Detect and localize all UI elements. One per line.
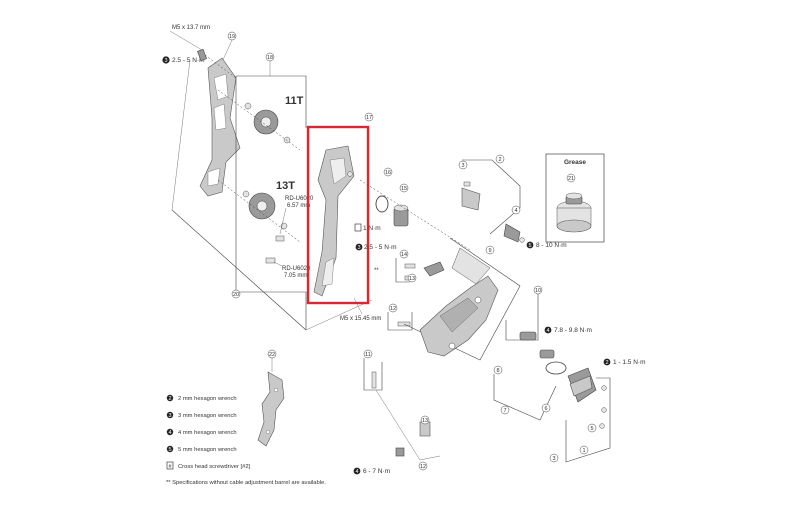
outer-cage-plate-assembly: M5 x 13.7 mm 3 2.5 - 5 N·m 19 — [162, 25, 241, 197]
legend-item: 3 3 mm hexagon wrench — [166, 411, 237, 419]
torque-badge-t6: 2 1 - 1.5 N·m — [603, 358, 646, 366]
svg-text:#: # — [168, 464, 172, 470]
torque-value-t5: 7.8 - 9.8 N·m — [554, 327, 592, 334]
svg-text:4 mm hexagon wrench: 4 mm hexagon wrench — [178, 430, 237, 436]
torque-value-t4: 8 - 10 N·m — [536, 242, 567, 249]
svg-text:9: 9 — [488, 248, 491, 254]
svg-text:13: 13 — [409, 276, 415, 282]
guard-plate: 22 — [257, 349, 285, 447]
svg-text:1: 1 — [582, 448, 585, 454]
svg-text:8: 8 — [496, 368, 499, 374]
svg-text:22: 22 — [269, 352, 275, 358]
footnote: ** Specifications without cable adjustme… — [166, 480, 326, 486]
torque-badge-t4: 5 8 - 10 N·m — [526, 241, 567, 249]
svg-text:5 mm hexagon wrench: 5 mm hexagon wrench — [178, 447, 237, 453]
torque-value-t3: 2.5 - 5 N·m — [364, 244, 397, 251]
svg-text:3: 3 — [461, 163, 464, 169]
svg-text:3: 3 — [552, 456, 555, 462]
torque-badge-t3: 3 2.5 - 5 N·m — [355, 243, 397, 251]
inner-cage-plate-highlight: 17 M5 x 15.45 mm — [306, 112, 381, 322]
legend-item: # Cross head screwdriver [#2] — [166, 461, 251, 470]
lower-right-block: 3 5 1 — [549, 367, 611, 463]
lower-bolts: 11 13 12 — [363, 349, 441, 471]
svg-text:5: 5 — [590, 426, 593, 432]
svg-text:5: 5 — [528, 243, 531, 249]
legend-item: 4 4 mm hexagon wrench — [166, 428, 237, 436]
svg-text:21: 21 — [568, 176, 574, 182]
svg-text:4: 4 — [355, 469, 358, 475]
svg-text:2: 2 — [168, 396, 171, 402]
svg-text:17: 17 — [366, 115, 372, 121]
pulley-set-box: 18 11T 13T RD-U6020 6.57 mm RD-U6020 7.0… — [217, 52, 314, 330]
svg-text:2: 2 — [498, 157, 501, 163]
svg-text:3: 3 — [168, 413, 171, 419]
double-star-mark: ** — [374, 268, 379, 274]
svg-text:2 mm hexagon wrench: 2 mm hexagon wrench — [178, 396, 237, 402]
cable-adjuster-parts: 10 8 7 6 — [493, 285, 567, 421]
svg-text:11: 11 — [365, 352, 371, 358]
bolt-top-label: M5 x 13.7 mm — [172, 25, 210, 31]
bolt-mid-label: M5 x 15.45 mm — [340, 316, 381, 322]
torque-value-t7: 6 - 7 N·m — [363, 468, 390, 475]
svg-text:3 mm hexagon wrench: 3 mm hexagon wrench — [178, 413, 237, 419]
legend-item: 5 5 mm hexagon wrench — [166, 445, 237, 453]
pulley-lower-label: 13T — [276, 180, 295, 192]
svg-text:4: 4 — [514, 208, 517, 214]
svg-text:12: 12 — [390, 306, 396, 312]
svg-text:5: 5 — [168, 447, 171, 453]
highlight-box — [306, 125, 370, 305]
main-body-assembly: 9 — [403, 237, 521, 361]
torque-badge-t5: 4 7.8 - 9.8 N·m — [544, 326, 592, 334]
legend-item: 2 2 mm hexagon wrench — [166, 394, 237, 402]
torque-badge-t7: 4 6 - 7 N·m — [353, 467, 390, 475]
upper-pulley: 11T — [244, 95, 304, 144]
svg-text:18: 18 — [267, 55, 273, 61]
spacer-a-size: 6.57 mm — [287, 203, 310, 209]
svg-text:2: 2 — [605, 360, 608, 366]
torque-badge-t2: 1 N·m — [354, 223, 381, 232]
svg-text:19: 19 — [229, 34, 235, 40]
svg-text:4: 4 — [168, 430, 171, 436]
svg-text:3: 3 — [164, 58, 167, 64]
grease-label: Grease — [564, 159, 586, 166]
washer-and-bushing: 16 15 — [359, 167, 471, 251]
torque-value-t1: 2.5 - 5 N·m — [172, 57, 205, 64]
svg-text:10: 10 — [535, 288, 541, 294]
grease-container-icon — [556, 192, 592, 233]
svg-text:7: 7 — [503, 408, 506, 414]
spacer-b-model: RD-U6020 — [282, 266, 311, 272]
pulley-upper-label: 11T — [285, 95, 304, 107]
svg-text:14: 14 — [401, 252, 407, 258]
svg-text:15: 15 — [401, 186, 407, 192]
svg-text:4: 4 — [546, 328, 549, 334]
spacer-a-model: RD-U6020 — [285, 196, 314, 202]
svg-text:20: 20 — [233, 292, 239, 298]
torque-value-t2: 1 N·m — [363, 225, 381, 232]
tool-legend: 2 2 mm hexagon wrench 3 3 mm hexagon wre… — [166, 394, 326, 486]
lower-pulley: 13T — [242, 180, 295, 230]
spacer-b-size: 7.05 mm — [284, 273, 307, 279]
top-bracket-assembly: 3 2 4 — [458, 154, 525, 243]
svg-text:16: 16 — [385, 170, 391, 176]
svg-text:3: 3 — [357, 245, 360, 251]
torque-badge-t1: 3 2.5 - 5 N·m — [162, 56, 205, 64]
torque-value-t6: 1 - 1.5 N·m — [613, 359, 646, 366]
grease-panel: Grease 21 — [545, 153, 605, 243]
svg-text:6: 6 — [544, 406, 547, 412]
svg-text:Cross head screwdriver [#2]: Cross head screwdriver [#2] — [178, 464, 251, 470]
svg-text:13: 13 — [422, 418, 428, 424]
cage-assembly-outline: 20 — [171, 59, 373, 331]
svg-text:12: 12 — [420, 464, 426, 470]
